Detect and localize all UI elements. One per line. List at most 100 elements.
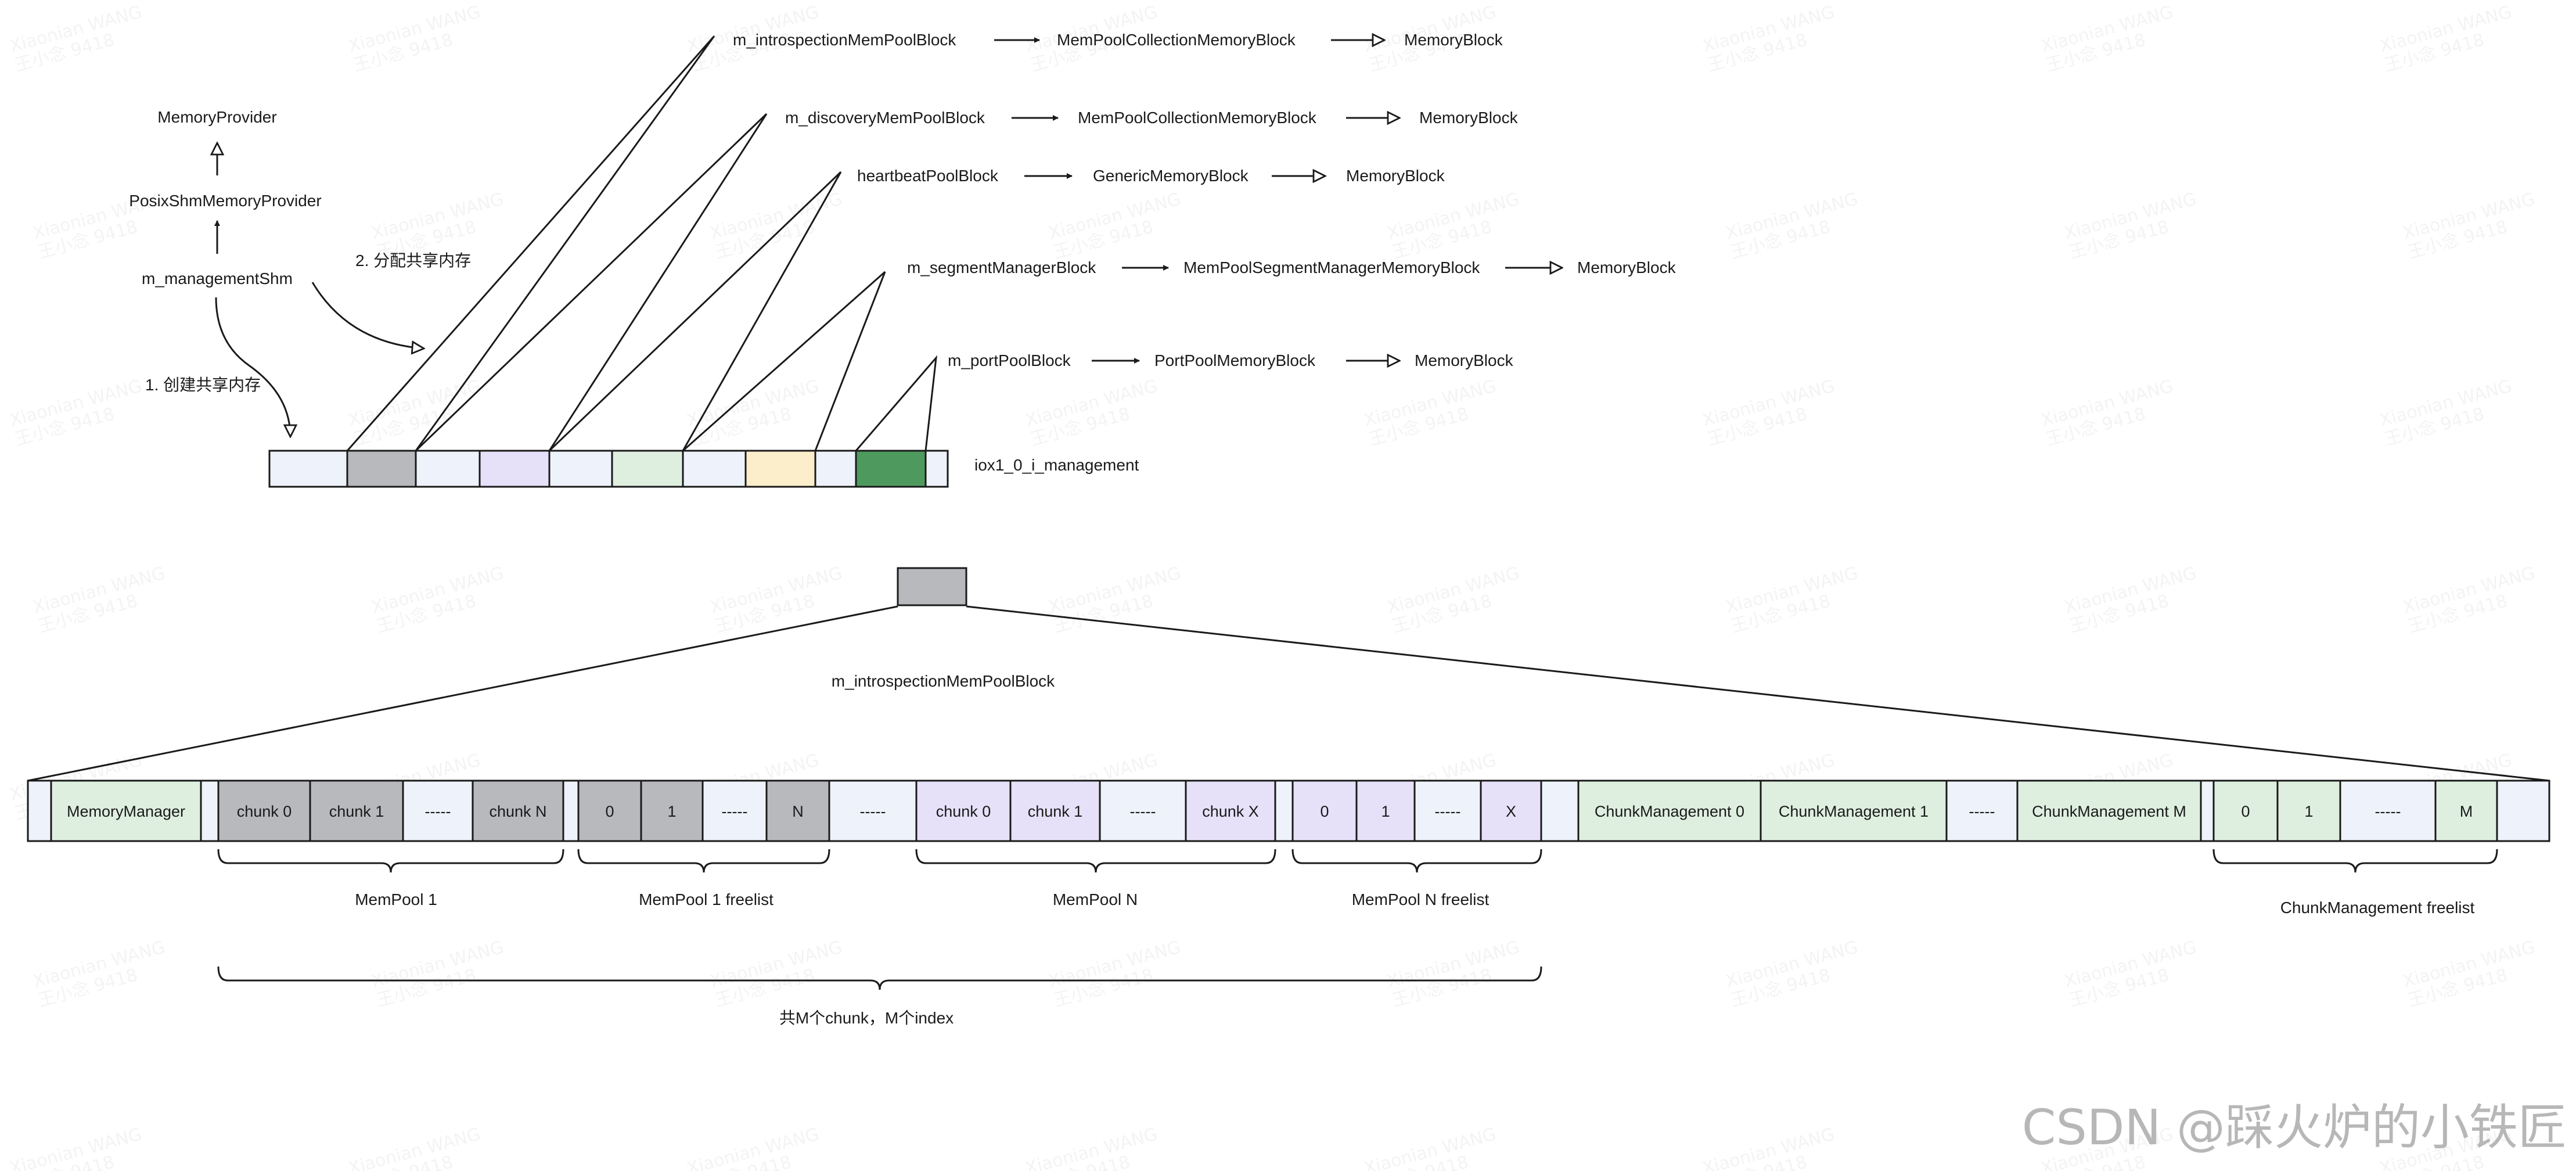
chain-segmgr-memoryblock: MemoryBlock — [1577, 258, 1676, 276]
memory-cell — [2276, 780, 2341, 842]
watermark-tile: Xiaonian WANG王小念 9418 — [1700, 1124, 1837, 1171]
memory-cell — [217, 780, 311, 842]
memory-cell-label: ----- — [1130, 803, 1156, 820]
memory-cell — [640, 780, 704, 842]
watermark-tile: Xiaonian WANG王小念 9418 — [8, 2, 144, 76]
grouping-brace — [577, 849, 830, 873]
management-segment-cell — [814, 450, 857, 488]
memory-cell-label: ChunkManagement 1 — [1779, 803, 1929, 820]
watermark-tile: Xiaonian WANG王小念 9418 — [1700, 376, 1837, 450]
zoom-block — [897, 567, 967, 606]
grouping-brace — [915, 849, 1276, 873]
memory-cell-label: ChunkManagement 0 — [1595, 803, 1744, 820]
memory-cell-label: M — [2460, 803, 2473, 820]
watermark-tile: Xiaonian WANG王小念 9418 — [2401, 189, 2537, 263]
watermark-tile: Xiaonian WANG王小念 9418 — [708, 563, 844, 637]
watermark-tile: Xiaonian WANG王小念 9418 — [1385, 937, 1521, 1011]
watermark-tile: Xiaonian WANG王小念 9418 — [1362, 376, 1498, 450]
memory-cell-label: ----- — [722, 803, 748, 820]
watermark-tile: Xiaonian WANG王小念 9418 — [685, 1124, 821, 1171]
brace-label-mempoolN: MemPool N — [1053, 890, 1138, 908]
memory-cell-label: chunk 1 — [329, 803, 384, 820]
chain-segmgr-block: m_segmentManagerBlock — [907, 258, 1096, 276]
chain-portpool-block: m_portPoolBlock — [948, 351, 1071, 369]
watermark-tile: Xiaonian WANG王小念 9418 — [346, 376, 483, 450]
memory-cell — [1099, 780, 1187, 842]
grouping-brace — [2212, 849, 2498, 873]
grouping-brace — [217, 849, 564, 873]
watermark-tile: Xiaonian WANG王小念 9418 — [2062, 563, 2199, 637]
block-connector-line — [415, 113, 768, 452]
memory-cell — [1185, 780, 1276, 842]
block-connector-line — [548, 171, 842, 452]
brace-label-mempool1-freelist: MemPool 1 freelist — [639, 890, 773, 908]
csdn-credit: CSDN @踩火炉的小铁匠 — [2022, 1099, 2567, 1156]
management-segment-bar — [268, 450, 949, 488]
zoom-projection-right — [966, 605, 2550, 782]
memory-cell — [915, 780, 1012, 842]
watermark-tile: Xiaonian WANG王小念 9418 — [31, 563, 167, 637]
create-arrow — [215, 297, 290, 437]
management-shm-label: m_managementShm — [142, 270, 293, 288]
watermark-tile: Xiaonian WANG王小念 9418 — [2401, 937, 2537, 1011]
watermark-tile: Xiaonian WANG王小念 9418 — [1362, 1124, 1498, 1171]
brace-label-chunkmgmt-freelist: ChunkManagement freelist — [2280, 899, 2475, 917]
memory-cell — [1577, 780, 1762, 842]
memory-cell-label: chunk 1 — [1028, 803, 1083, 820]
management-segment-cell — [548, 450, 613, 488]
memory-cell-label: ----- — [1969, 803, 1995, 820]
memory-cell — [1274, 780, 1294, 842]
memory-cell-label: chunk 0 — [936, 803, 991, 820]
management-segment-cell — [478, 450, 551, 488]
memory-cell-label: 0 — [2241, 803, 2250, 820]
management-segment-cell — [682, 450, 747, 488]
memory-cell-label: chunk X — [1202, 803, 1259, 820]
block-connector-line — [855, 355, 938, 451]
watermark-tile: Xiaonian WANG王小念 9418 — [1046, 937, 1183, 1011]
watermark-tile: Xiaonian WANG王小念 9418 — [1046, 563, 1183, 637]
zoom-block-label: m_introspectionMemPoolBlock — [832, 672, 1055, 690]
chain-portpool-memory: PortPoolMemoryBlock — [1154, 351, 1316, 369]
watermark-tile: Xiaonian WANG王小念 9418 — [346, 2, 483, 76]
allocate-arrow — [311, 282, 424, 349]
watermark-tile: Xiaonian WANG王小念 9418 — [2401, 563, 2537, 637]
watermark-tile: Xiaonian WANG王小念 9418 — [31, 937, 167, 1011]
memory-cell-label: MemoryManager — [67, 803, 185, 820]
watermark-tile: Xiaonian WANG王小念 9418 — [1724, 563, 1860, 637]
memory-cell-label: 1 — [667, 803, 676, 820]
memory-cell — [1945, 780, 2019, 842]
posix-provider-label: PosixShmMemoryProvider — [129, 192, 321, 210]
management-segment-cell — [744, 450, 816, 488]
chain-introspection-block: m_introspectionMemPoolBlock — [733, 31, 956, 49]
brace-layer — [217, 849, 2498, 990]
watermark-tile: Xiaonian WANG王小念 9418 — [2062, 189, 2199, 263]
management-segment-cell — [268, 450, 348, 488]
watermark-tile: Xiaonian WANG王小念 9418 — [1023, 376, 1160, 450]
watermark-tile: Xiaonian WANG王小念 9418 — [1046, 189, 1183, 263]
watermark-tile: Xiaonian WANG王小念 9418 — [1724, 937, 1860, 1011]
management-segment-cell — [855, 450, 927, 488]
watermark-tile: Xiaonian WANG王小念 9418 — [8, 376, 144, 450]
memory-cell-label: 1 — [1381, 803, 1390, 820]
memory-cell — [309, 780, 404, 842]
memory-cell — [1480, 780, 1542, 842]
watermark-tile: Xiaonian WANG王小念 9418 — [1724, 189, 1860, 263]
memory-cell — [1540, 780, 1580, 842]
block-chain-port-pool: m_portPoolBlock PortPoolMemoryBlock Memo… — [948, 351, 1514, 369]
memory-cell — [27, 780, 52, 842]
watermark-layer: Xiaonian WANG王小念 9418Xiaonian WANG王小念 94… — [8, 2, 2537, 1171]
watermark-tile: Xiaonian WANG王小念 9418 — [1023, 1124, 1160, 1171]
memory-cell-label: ChunkManagement M — [2032, 803, 2186, 820]
chain-heartbeat-generic: GenericMemoryBlock — [1093, 167, 1249, 185]
block-chain-heartbeat: heartbeatPoolBlock GenericMemoryBlock Me… — [857, 167, 1445, 185]
memory-cell — [701, 780, 768, 842]
chain-portpool-memoryblock: MemoryBlock — [1415, 351, 1514, 369]
block-chain-segment-manager: m_segmentManagerBlock MemPoolSegmentMana… — [907, 258, 1676, 276]
chain-heartbeat-memoryblock: MemoryBlock — [1346, 167, 1445, 185]
watermark-tile: Xiaonian WANG王小念 9418 — [2062, 937, 2199, 1011]
memory-cell-label: ----- — [2375, 803, 2401, 820]
connector-lines — [27, 35, 2550, 782]
memory-cell — [562, 780, 580, 842]
memory-cell-label: 1 — [2304, 803, 2313, 820]
